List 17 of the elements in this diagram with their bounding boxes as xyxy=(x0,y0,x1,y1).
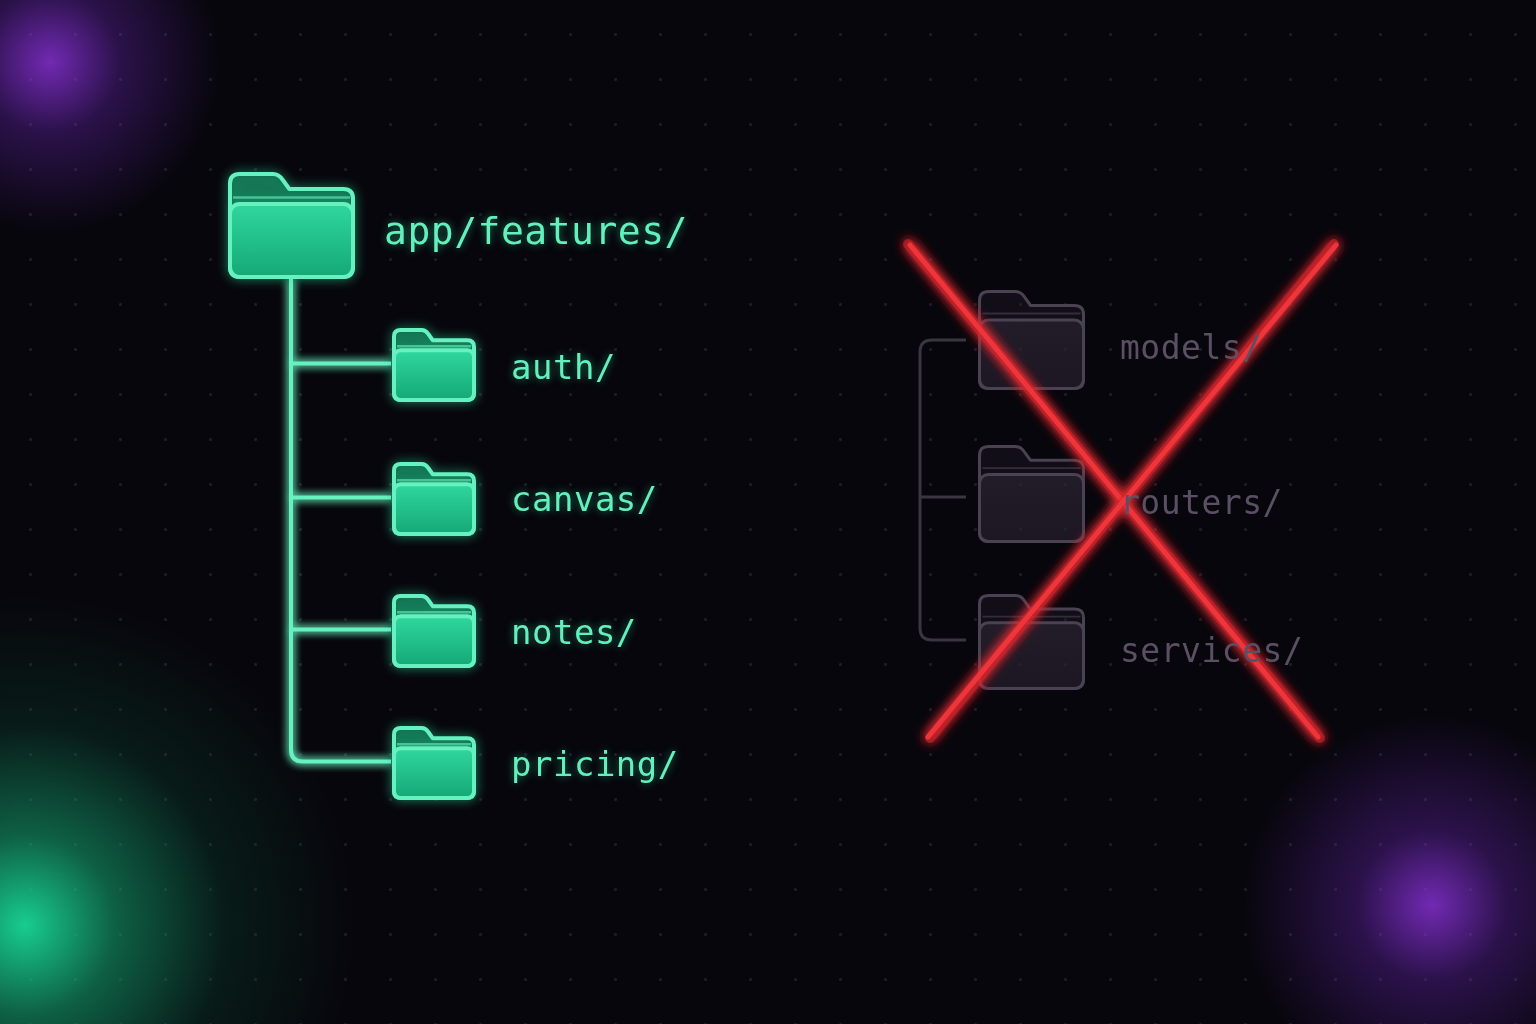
tree-connector xyxy=(289,279,391,764)
folder-icon xyxy=(978,445,1085,543)
folder-label: notes/ xyxy=(511,611,637,653)
tree-connector xyxy=(293,361,391,366)
folder-label: app/features/ xyxy=(384,208,688,255)
folder-icon xyxy=(392,328,476,402)
folder-icon xyxy=(228,172,355,279)
tree-connector xyxy=(293,495,391,500)
folder-icon xyxy=(392,594,476,668)
folder-icon xyxy=(978,290,1085,390)
folder-label: auth/ xyxy=(511,346,616,388)
folder-icon xyxy=(392,726,476,800)
folder-label: canvas/ xyxy=(511,478,658,520)
folder-label: pricing/ xyxy=(511,743,679,785)
folder-icon xyxy=(978,594,1085,690)
folder-icon xyxy=(392,462,476,536)
tree-connector xyxy=(293,627,391,632)
